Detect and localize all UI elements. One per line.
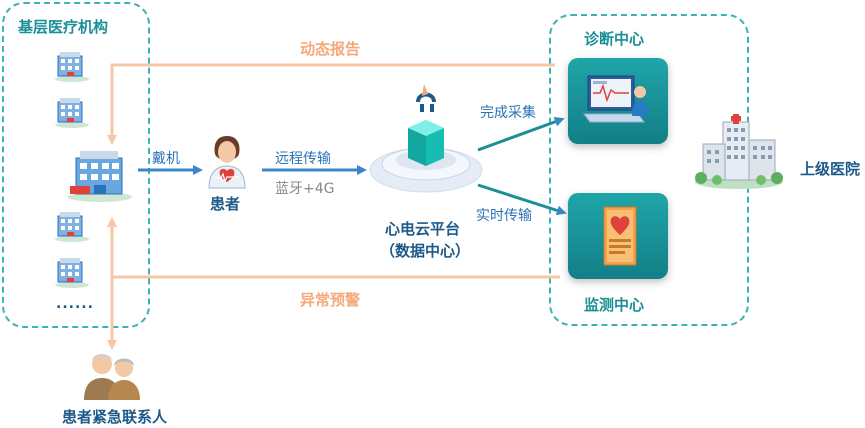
platform-title: 心电云平台 [385,220,461,238]
diagnosis-center-title: 诊断中心 [584,30,645,48]
upper-hospital-label: 上级医院 [800,160,861,178]
clinic-building-icon [55,258,89,288]
platform-subtitle: （数据中心） [380,242,471,260]
emergency-contact-label: 患者紧急联系人 [62,408,168,426]
patient-label: 患者 [210,195,241,213]
realtime-transfer-label: 实时传输 [476,208,532,224]
collection-done-label: 完成采集 [480,105,536,121]
remote-transfer-label: 远程传输 [275,151,331,167]
patient-icon [208,136,246,189]
abnormal-warning-label: 异常预警 [300,291,361,309]
primary-care-region [2,2,150,328]
clinic-building-icon [55,52,89,82]
cloud-platform-icon [369,84,483,193]
wear-label: 戴机 [152,151,180,167]
monitoring-center-box [568,193,668,279]
diagnosis-center-box [568,58,668,144]
primary-care-title: 基层医疗机构 [18,18,109,36]
clinic-building-icon [55,98,89,128]
dynamic-report-arrow [107,63,555,145]
bluetooth-4g-label: 蓝牙+4G [275,181,335,197]
clinic-building-large-icon [68,151,132,202]
abnormal-warning-arrow [107,217,560,279]
doctor-computer-icon [583,75,648,123]
clinic-building-icon [55,212,89,242]
emergency-contact-icon [84,354,140,400]
upper-hospital-icon [695,114,783,189]
monitor-report-icon [603,206,637,266]
dynamic-report-label: 动态报告 [300,40,361,58]
realtime-transfer-arrow [477,183,567,216]
monitoring-center-title: 监测中心 [584,296,645,314]
collection-done-arrow [477,117,565,152]
more-ellipsis: ...... [56,296,94,312]
